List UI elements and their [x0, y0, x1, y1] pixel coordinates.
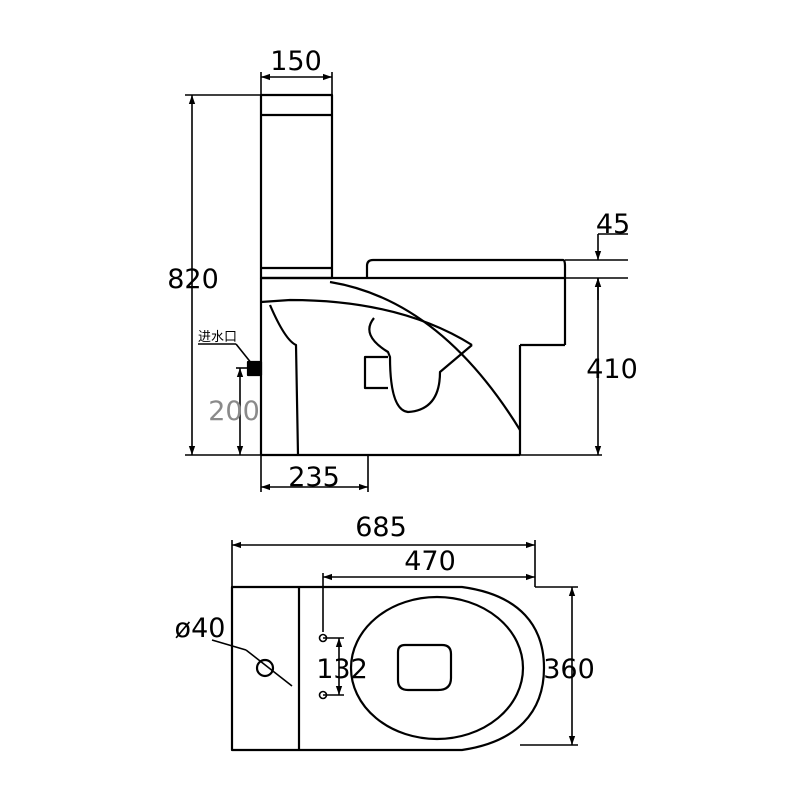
inlet-label: 进水口 — [198, 330, 237, 345]
trapway — [368, 317, 473, 414]
toilet-body — [259, 276, 567, 457]
inlet-height-label: 200 — [208, 396, 260, 427]
overall-length-label: 685 — [355, 512, 407, 543]
bowl-rim — [349, 595, 525, 741]
hole-diameter-label: ø40 — [175, 613, 226, 644]
top-dimensions — [211, 540, 578, 746]
outlet-opening — [363, 355, 388, 390]
top-outline — [230, 585, 546, 752]
overall-height-label: 820 — [167, 264, 219, 295]
bolt-spacing-label: 132 — [316, 654, 368, 685]
side-dimensions — [185, 72, 628, 492]
top-view — [230, 585, 546, 752]
tank-width-label: 150 — [270, 46, 322, 77]
bowl-hole — [396, 643, 453, 692]
outlet-distance-label: 235 — [288, 462, 340, 493]
bowl-length-label: 470 — [404, 546, 456, 577]
overall-width-label: 360 — [543, 654, 595, 685]
cistern-tank — [259, 93, 334, 280]
seat-offset-label: 45 — [596, 209, 630, 240]
bowl-height-label: 410 — [586, 354, 638, 385]
outlet-hole-circle — [255, 658, 275, 678]
seat-lid — [365, 258, 567, 278]
side-view — [246, 93, 567, 457]
